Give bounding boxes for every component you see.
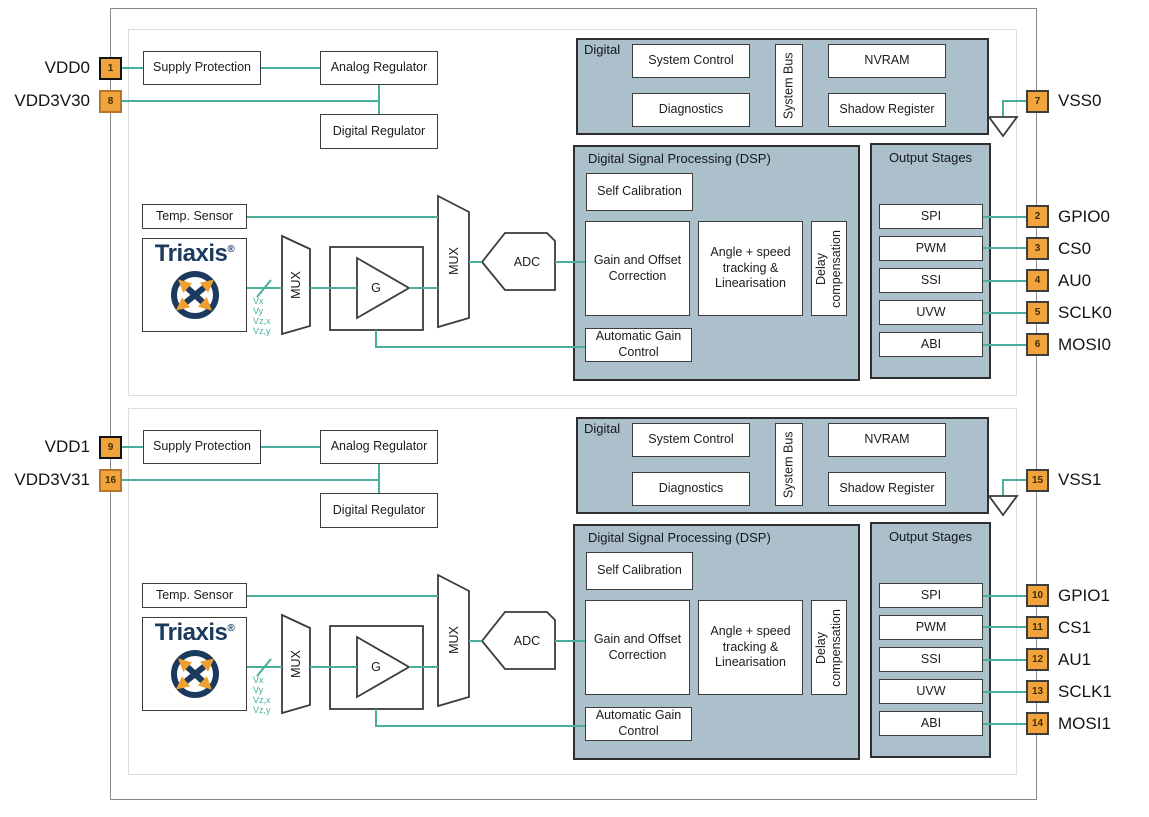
triaxis-logo-icon [170,271,219,319]
pin-cs0: 3 [1026,237,1049,260]
triaxis-sensor-box: Triaxis® [142,617,247,711]
hall-signal-labels: Vx Vy Vz,x Vz,y [253,296,271,336]
output-stages-title: Output Stages [888,150,973,165]
dsp-block-title: Digital Signal Processing (DSP) [588,151,771,166]
pin-au0: 4 [1026,269,1049,292]
analog-regulator-box: Analog Regulator [320,51,438,85]
shadow-register-box: Shadow Register [828,472,946,506]
supply-protection-box: Supply Protection [143,51,261,85]
dsp-block-title: Digital Signal Processing (DSP) [588,530,771,545]
digital-regulator-box: Digital Regulator [320,493,438,528]
output-abi-box: ABI [879,332,983,357]
pin-cs1-label: CS1 [1058,618,1092,637]
package-boundary [110,8,1037,800]
pin-mosi1: 14 [1026,712,1049,735]
pin-gpio0: 2 [1026,205,1049,228]
temp-sensor-box: Temp. Sensor [142,204,247,229]
pin-vss1: 15 [1026,469,1049,492]
gain-offset-correction-box: Gain and Offset Correction [585,221,690,316]
pin-vdd3v31-label: VDD3V31 [14,470,90,489]
pin-au1-label: AU1 [1058,650,1092,669]
pin-vdd3v30-label: VDD3V30 [14,91,90,110]
pin-au0-label: AU0 [1058,271,1092,290]
pin-mosi0: 6 [1026,333,1049,356]
delay-compensation-box: Delay compensation [811,221,847,316]
pin-gpio0-label: GPIO0 [1058,207,1110,226]
delay-compensation-label: Delay compensation [814,608,844,687]
die-0: Supply Protection Analog Regulator Digit… [0,0,1149,400]
pin-mosi0-label: MOSI0 [1058,335,1111,354]
self-calibration-box: Self Calibration [586,173,693,211]
triaxis-logo-icon [170,650,219,698]
die-1: Supply Protection Analog Regulator Digit… [0,379,1149,779]
automatic-gain-control-box: Automatic Gain Control [585,328,692,362]
output-pwm-box: PWM [879,615,983,640]
delay-compensation-box: Delay compensation [811,600,847,695]
pin-vss0: 7 [1026,90,1049,113]
gain-offset-correction-box: Gain and Offset Correction [585,600,690,695]
output-stages-title: Output Stages [888,529,973,544]
pin-cs1: 11 [1026,616,1049,639]
diagnostics-box: Diagnostics [632,93,750,127]
pin-mosi1-label: MOSI1 [1058,714,1111,733]
pin-au1: 12 [1026,648,1049,671]
angle-speed-tracking-box: Angle + speed tracking & Linearisation [698,600,803,695]
pin-vdd3v30: 8 [99,90,122,113]
pin-vdd0-label: VDD0 [44,58,90,77]
angle-speed-tracking-box: Angle + speed tracking & Linearisation [698,221,803,316]
hall-signal-labels: Vx Vy Vz,x Vz,y [253,675,271,715]
pin-sclk1: 13 [1026,680,1049,703]
delay-compensation-label: Delay compensation [814,229,844,308]
triaxis-sensor-box: Triaxis® [142,238,247,332]
automatic-gain-control-box: Automatic Gain Control [585,707,692,741]
output-uvw-box: UVW [879,300,983,325]
output-ssi-box: SSI [879,268,983,293]
pin-vdd0: 1 [99,57,122,80]
system-bus-label: System Bus [781,431,796,498]
supply-protection-box: Supply Protection [143,430,261,464]
digital-block-title: Digital [584,421,621,436]
pin-vss0-label: VSS0 [1058,91,1102,110]
pin-vdd1: 9 [99,436,122,459]
pin-sclk0-label: SCLK0 [1058,303,1112,322]
pin-sclk1-label: SCLK1 [1058,682,1112,701]
output-abi-box: ABI [879,711,983,736]
digital-regulator-box: Digital Regulator [320,114,438,149]
system-bus-label: System Bus [781,52,796,119]
digital-block-title: Digital [584,42,621,57]
system-bus-box: System Bus [775,44,803,127]
pin-cs0-label: CS0 [1058,239,1092,258]
die-1-boundary [128,408,1017,775]
pin-gpio1: 10 [1026,584,1049,607]
pin-vdd1-label: VDD1 [44,437,90,456]
analog-regulator-box: Analog Regulator [320,430,438,464]
die-0-boundary [128,29,1017,396]
output-spi-box: SPI [879,204,983,229]
system-control-box: System Control [632,44,750,78]
nvram-box: NVRAM [828,44,946,78]
triaxis-wordmark: Triaxis® [154,619,235,646]
output-spi-box: SPI [879,583,983,608]
pin-vss1-label: VSS1 [1058,470,1102,489]
system-control-box: System Control [632,423,750,457]
output-ssi-box: SSI [879,647,983,672]
nvram-box: NVRAM [828,423,946,457]
diagnostics-box: Diagnostics [632,472,750,506]
triaxis-wordmark: Triaxis® [154,240,235,267]
shadow-register-box: Shadow Register [828,93,946,127]
pin-gpio1-label: GPIO1 [1058,586,1110,605]
pin-vdd3v31: 16 [99,469,122,492]
pin-sclk0: 5 [1026,301,1049,324]
output-pwm-box: PWM [879,236,983,261]
system-bus-box: System Bus [775,423,803,506]
output-uvw-box: UVW [879,679,983,704]
self-calibration-box: Self Calibration [586,552,693,590]
temp-sensor-box: Temp. Sensor [142,583,247,608]
